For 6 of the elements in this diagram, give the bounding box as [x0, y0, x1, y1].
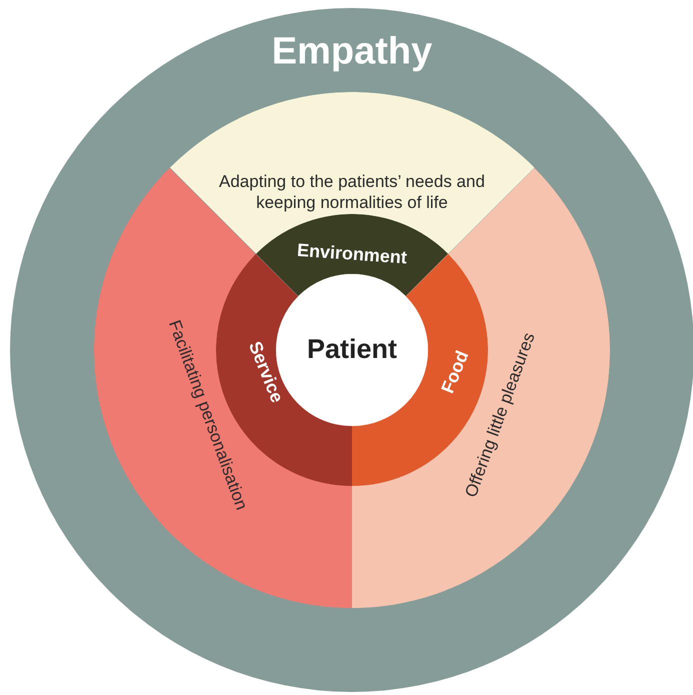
center-label: Patient — [306, 333, 398, 366]
ring-title: Empathy — [270, 29, 434, 74]
segment-label: Food — [436, 346, 474, 398]
segment-label: Service — [244, 337, 288, 406]
sector-label: Adapting to the patients’ needs and keeping normalities of life — [218, 170, 486, 214]
segment-label: Environment — [295, 238, 409, 270]
